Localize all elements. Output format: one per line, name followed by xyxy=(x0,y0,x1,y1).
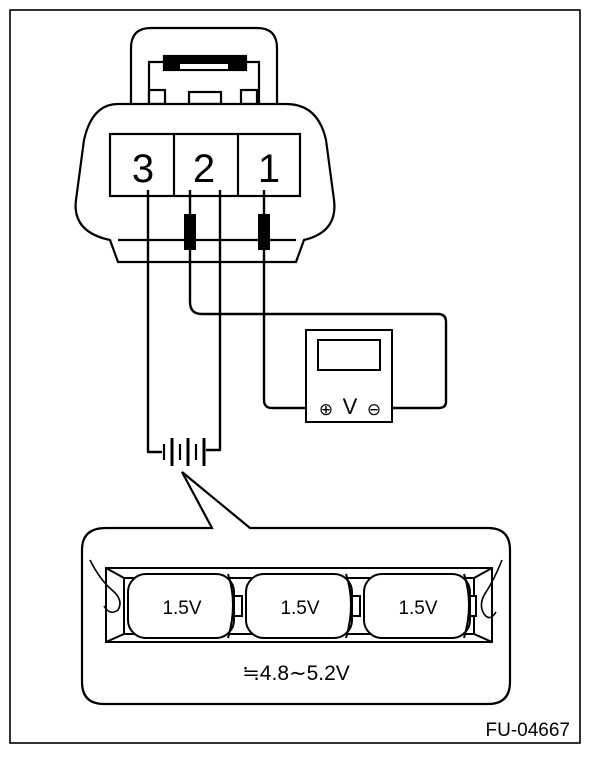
wire-pin2-voltmeter xyxy=(188,190,448,410)
voltmeter-label: V xyxy=(343,394,358,419)
voltmeter xyxy=(305,329,393,423)
cell-2 xyxy=(245,573,361,639)
voltmeter-negative-terminal: ⊖ xyxy=(367,400,381,419)
connector xyxy=(74,26,336,264)
pin-cavity-row xyxy=(108,132,302,198)
wires xyxy=(146,190,448,454)
battery-cells xyxy=(127,573,477,639)
voltmeter-display xyxy=(317,339,381,371)
holder-lead-right xyxy=(480,559,503,619)
holder-lead-left xyxy=(89,559,121,614)
voltmeter-positive-terminal: ⊕ xyxy=(319,400,333,419)
wire-pin3-battery xyxy=(146,190,162,454)
cell-3-voltage: 1.5V xyxy=(398,598,437,619)
cell-1 xyxy=(127,573,243,639)
pin-2-label: 2 xyxy=(193,147,215,191)
wire-pin2-battery xyxy=(206,190,222,452)
outer-border xyxy=(9,9,581,744)
figure-code: FU-04667 xyxy=(486,720,571,741)
cell-3 xyxy=(363,573,477,639)
cell-2-voltage: 1.5V xyxy=(280,598,319,619)
cell-1-voltage: 1.5V xyxy=(162,598,201,619)
pin-1-label: 1 xyxy=(258,147,280,191)
voltage-range-label: ≒4.8∼5.2V xyxy=(242,662,350,685)
probe-pin1 xyxy=(258,214,270,250)
wire-pin1-voltmeter xyxy=(262,190,318,410)
battery-symbol xyxy=(162,438,206,466)
pin-3-label: 3 xyxy=(132,147,154,191)
probe-pin2 xyxy=(184,214,196,250)
